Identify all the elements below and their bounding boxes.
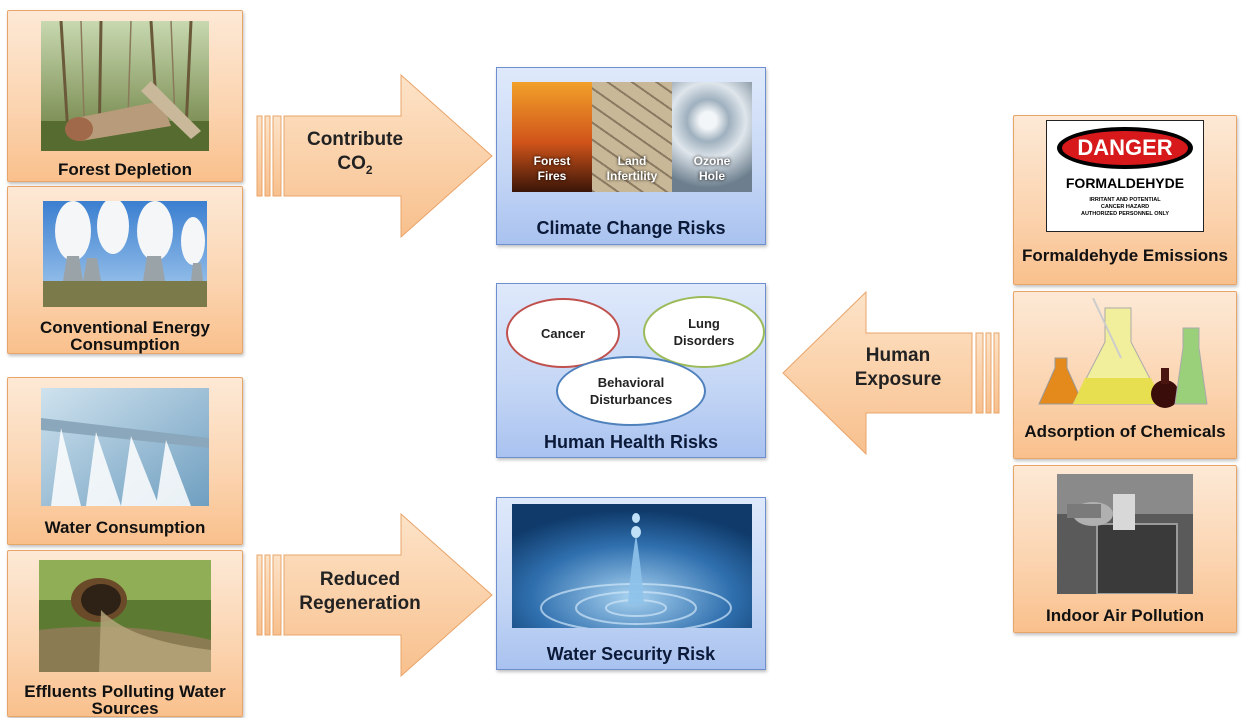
formaldehyde-label: Formaldehyde Emissions xyxy=(1022,246,1228,265)
lung-line1: Lung xyxy=(688,316,720,331)
contribute-line: Contribute xyxy=(306,129,404,150)
regeneration-line: Regeneration xyxy=(299,593,421,614)
reduced-regeneration-arrow xyxy=(256,513,494,677)
indoor-air-card: Indoor Air Pollution xyxy=(1013,465,1237,633)
indoor-air-image xyxy=(1057,474,1193,594)
forest-depletion-image xyxy=(41,21,209,151)
cancer-oval: Cancer xyxy=(506,298,620,368)
human-health-title: Human Health Risks xyxy=(543,432,719,452)
co2-line: CO2 xyxy=(337,153,373,177)
adsorption-label: Adsorption of Chemicals xyxy=(1024,422,1226,441)
human-exposure-text: Human Exposure xyxy=(838,344,958,392)
forest-depletion-card: Forest Depletion xyxy=(7,10,243,182)
land-line1: Land xyxy=(617,154,647,168)
forest-depletion-label: Forest Depletion xyxy=(57,160,193,179)
danger-chemical: FORMALDEHYDE xyxy=(1065,175,1185,191)
exposure-line: Exposure xyxy=(854,369,942,390)
ozone-line1: Ozone xyxy=(693,154,731,168)
ozone-line2: Hole xyxy=(698,169,725,183)
danger-fine2: CANCER HAZARD xyxy=(1100,204,1150,210)
conventional-energy-card: Conventional Energy Consumption xyxy=(7,186,243,354)
water-consumption-card: Water Consumption xyxy=(7,377,243,545)
contribute-co2-arrow xyxy=(256,74,494,238)
water-spray-image xyxy=(41,388,209,506)
cancer-label: Cancer xyxy=(540,325,586,341)
indoor-air-label: Indoor Air Pollution xyxy=(1045,606,1204,625)
climate-change-title: Climate Change Risks xyxy=(536,218,726,238)
lung-line2: Disorders xyxy=(673,333,735,348)
water-security-title: Water Security Risk xyxy=(546,644,716,664)
land-line2: Infertility xyxy=(606,169,658,183)
reduced-regeneration-text: Reduced Regeneration xyxy=(282,568,438,616)
danger-header: DANGER xyxy=(1062,131,1188,165)
human-line: Human xyxy=(865,345,931,366)
adsorption-card: Adsorption of Chemicals xyxy=(1013,291,1237,459)
effluents-label: Effluents Polluting Water Sources xyxy=(24,682,226,718)
human-exposure-arrow xyxy=(782,291,1002,455)
reduced-line: Reduced xyxy=(319,569,401,590)
effluents-card: Effluents Polluting Water Sources xyxy=(7,550,243,717)
water-drop-image xyxy=(512,504,752,628)
danger-oval: DANGER xyxy=(1057,127,1193,169)
conventional-energy-label: Conventional Energy Consumption xyxy=(39,318,211,354)
forest-fires-line2: Fires xyxy=(537,169,567,183)
power-plant-image xyxy=(43,201,207,307)
contribute-co2-text: Contribute CO2 xyxy=(290,128,420,182)
flasks-image xyxy=(1035,298,1215,414)
danger-sign-image: DANGER FORMALDEHYDE IRRITANT AND POTENTI… xyxy=(1046,120,1204,232)
formaldehyde-card: DANGER FORMALDEHYDE IRRITANT AND POTENTI… xyxy=(1013,115,1237,285)
effluent-pipe-image xyxy=(39,560,211,672)
forest-fires-line1: Forest xyxy=(533,154,571,168)
water-security-box: Water Security Risk xyxy=(496,497,766,670)
water-consumption-label: Water Consumption xyxy=(44,518,206,537)
danger-fine3: AUTHORIZED PERSONNEL ONLY xyxy=(1080,211,1169,217)
behavioral-line1: Behavioral xyxy=(597,375,665,390)
behavioral-line2: Disturbances xyxy=(589,392,673,407)
danger-fine-print: IRRITANT AND POTENTIAL CANCER HAZARD AUT… xyxy=(1047,197,1203,218)
danger-fine1: IRRITANT AND POTENTIAL xyxy=(1089,197,1161,203)
